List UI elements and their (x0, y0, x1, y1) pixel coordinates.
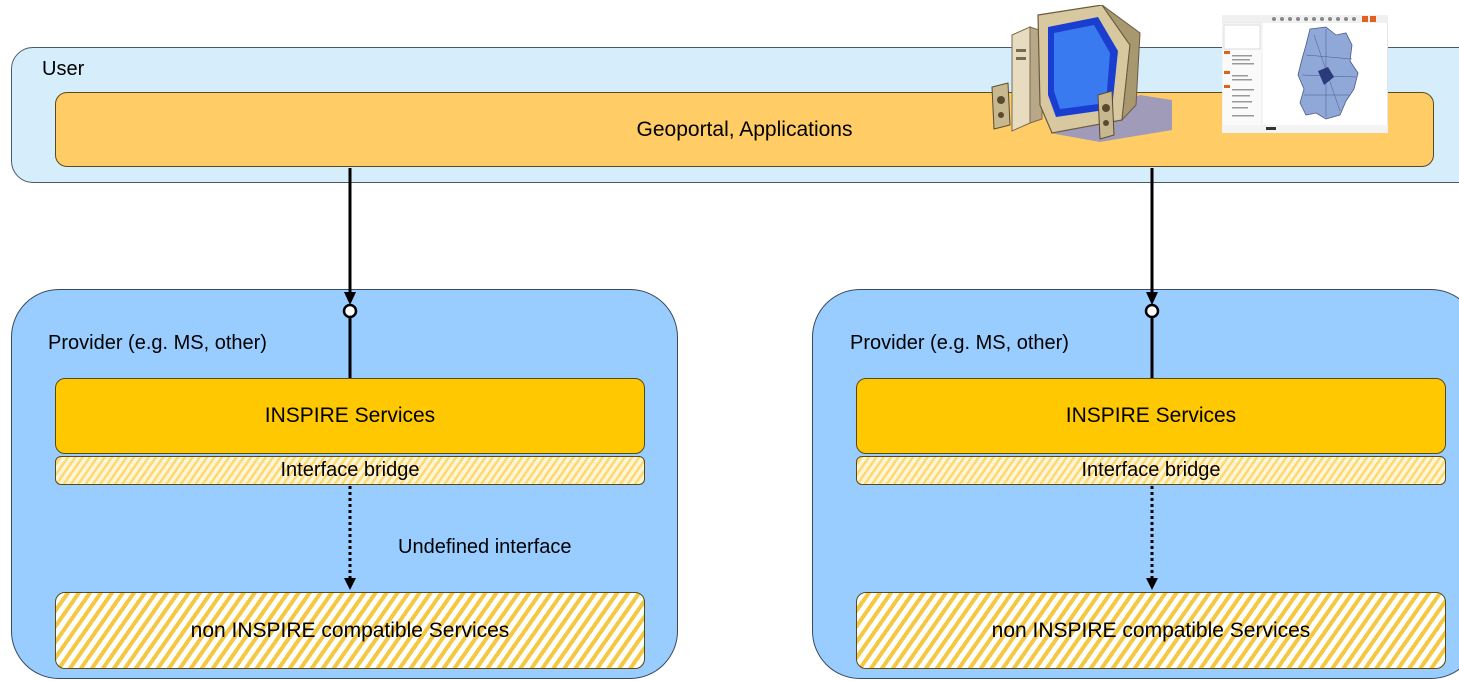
geoportal-label: Geoportal, Applications (636, 117, 853, 141)
dotted-arrow-head-right (1146, 578, 1158, 590)
interface-bridge-label: Interface bridge (1081, 459, 1221, 481)
inspire-services-label: INSPIRE Services (1065, 404, 1237, 427)
non-inspire-services-label: non INSPIRE compatible Services (991, 618, 1311, 642)
interface-bridge-box-left: Interface bridge (55, 456, 645, 485)
inspire-services-label: INSPIRE Services (264, 404, 436, 427)
user-label: User (42, 58, 85, 80)
interface-socket-left (342, 303, 358, 319)
computer-icon (991, 5, 1172, 142)
provider-label-right: Provider (e.g. MS, other) (850, 332, 1069, 354)
undefined-interface-label: Undefined interface (398, 536, 572, 558)
non-inspire-services-label: non INSPIRE compatible Services (190, 618, 510, 642)
non-inspire-services-box-left: non INSPIRE compatible Services (55, 592, 645, 669)
dotted-arrow-head-left (344, 578, 356, 590)
interface-bridge-label: Interface bridge (280, 459, 420, 481)
provider-label-left: Provider (e.g. MS, other) (48, 332, 267, 354)
inspire-services-box-right: INSPIRE Services (856, 378, 1446, 454)
map-application-screenshot-icon (1222, 15, 1388, 133)
arrow-head-right (1146, 292, 1158, 305)
geoportal-applications-bar: Geoportal, Applications (55, 92, 1434, 167)
interface-bridge-box-right: Interface bridge (856, 456, 1446, 485)
inspire-services-box-left: INSPIRE Services (55, 378, 645, 454)
non-inspire-services-box-right: non INSPIRE compatible Services (856, 592, 1446, 669)
interface-socket-right (1144, 303, 1160, 319)
arrow-head-left (344, 292, 356, 305)
